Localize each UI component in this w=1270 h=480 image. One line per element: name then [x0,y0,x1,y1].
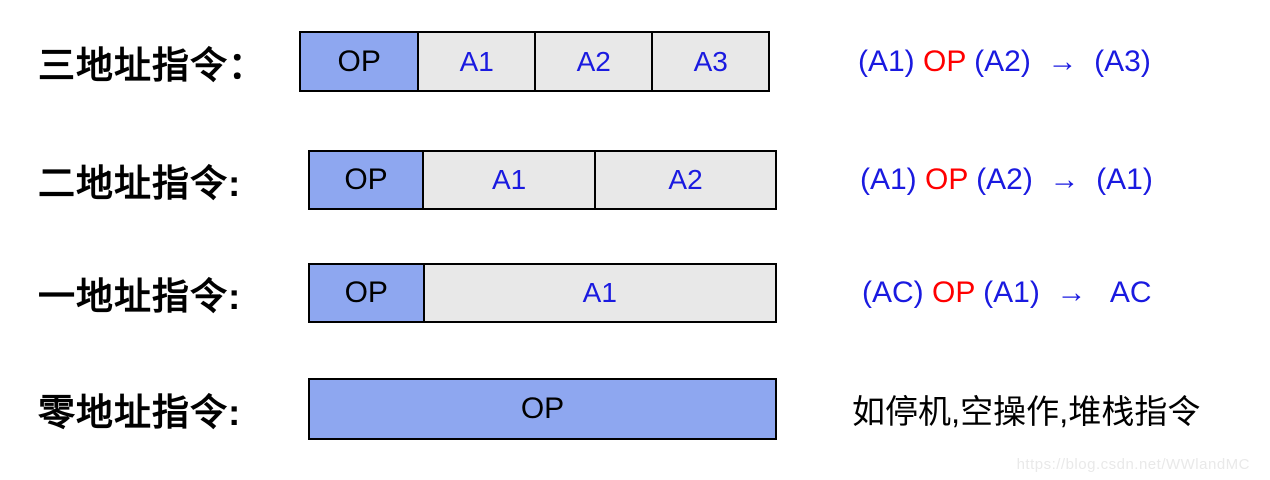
field-cell-op: OP [310,152,423,208]
expression-left-operand: (A1) [860,163,926,196]
expression-right-and-result: (A1) → AC [974,276,1152,309]
expression-right-and-result: (A2) → (A3) [965,44,1151,78]
field-cell-a2: A2 [594,152,775,208]
field-cell-a1: A1 [422,265,775,321]
row-note: 如停机,空操作,堆栈指令 [852,393,1201,430]
field-cell-op: OP [310,380,775,438]
expression-right-and-result: (A2) → (A1) [967,163,1153,196]
field-cell-a2: A2 [533,33,652,90]
field-cell-op: OP [310,265,423,321]
expression-op: OP [925,163,968,196]
expression-op: OP [932,276,975,309]
row-label: 二地址指令: [38,163,242,204]
operation-expression: (AC) OP (A1) → AC [862,276,1152,310]
operation-expression: (A1) OP (A2) → (A1) [860,163,1153,197]
field-cell-a1: A1 [422,152,595,208]
field-cell-op: OP [301,33,418,90]
row-label: 三地址指令： [38,44,266,86]
row-label: 一地址指令: [38,276,242,317]
expression-left-operand: (A1) [858,44,924,78]
expression-left-operand: (AC) [862,276,932,309]
field-cell-a1: A1 [417,33,534,90]
instruction-format-box: OP [308,378,777,440]
expression-op: OP [923,44,966,78]
operation-expression: (A1) OP (A2) → (A3) [858,45,1151,79]
field-cell-a3: A3 [651,33,768,90]
watermark: https://blog.csdn.net/WWlandMC [1016,456,1250,473]
instruction-row: 零地址指令: OP 如停机,空操作,堆栈指令 [0,378,1270,440]
row-label: 零地址指令: [38,392,242,433]
